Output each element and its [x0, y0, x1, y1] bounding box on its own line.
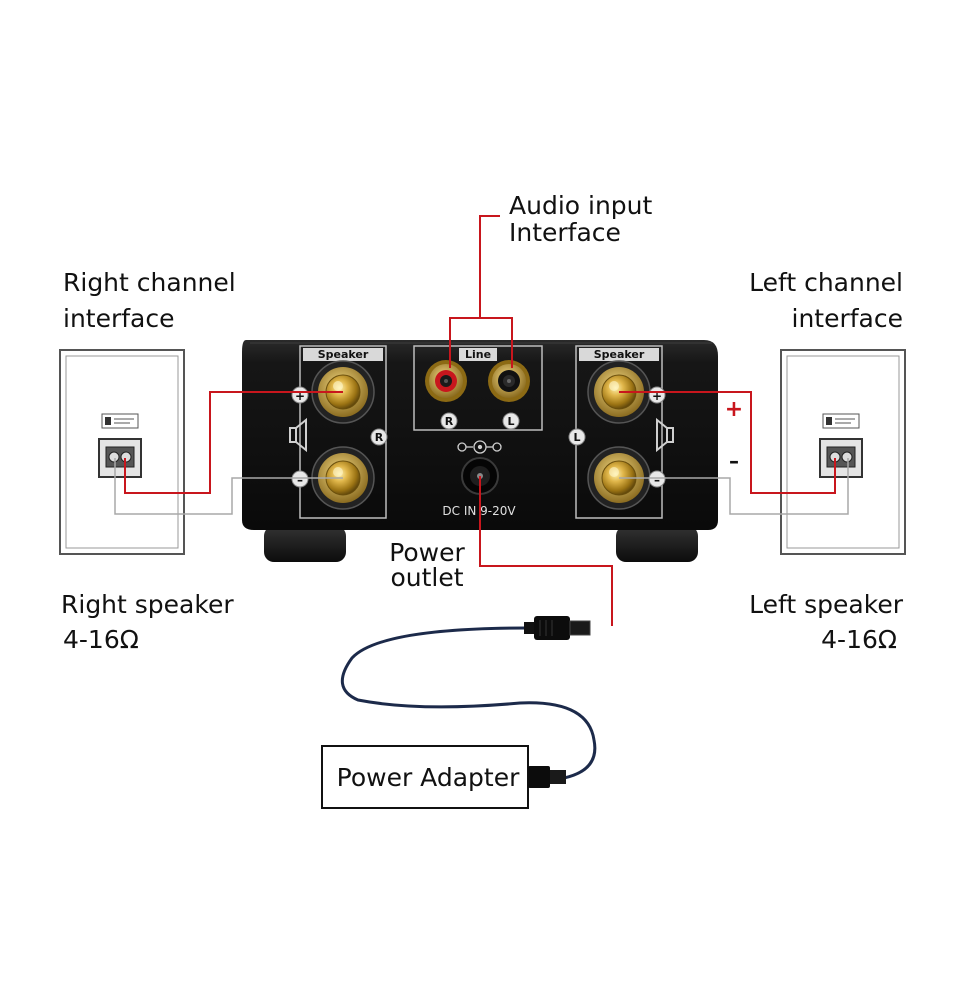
audio-input-leader	[449, 215, 513, 368]
dc-plug-connector	[524, 616, 591, 640]
speaker-label-r-panel: Speaker	[318, 348, 369, 361]
right-speaker-cabinet	[59, 349, 185, 555]
power-outlet-label-line1: Power	[389, 538, 465, 567]
line-label: Line	[465, 348, 491, 361]
terminal-marker-r-minus: –	[291, 470, 309, 488]
power-adapter-label: Power Adapter	[337, 763, 520, 792]
right-speaker-positive-wire	[124, 391, 343, 494]
svg-text:L: L	[507, 415, 514, 428]
left-speaker-cabinet	[780, 349, 906, 555]
svg-text:+: +	[652, 389, 662, 403]
right-speaker-terminal-plate	[98, 413, 142, 478]
channel-badge-r: R	[370, 428, 388, 446]
terminal-marker-r-plus: +	[291, 386, 309, 404]
speaker-panel-r	[299, 345, 387, 519]
svg-text:R: R	[375, 431, 384, 444]
amplifier-feet	[264, 526, 698, 562]
rca-badge-r: R	[440, 412, 458, 430]
svg-text:+: +	[295, 389, 305, 403]
line-input-panel	[413, 345, 543, 431]
svg-text:–: –	[654, 473, 660, 487]
power-adapter-plug	[528, 766, 566, 788]
svg-text:R: R	[445, 415, 454, 428]
right-speaker-label-line1: Right speaker	[61, 590, 234, 619]
left-speaker-terminal-plate	[819, 413, 863, 478]
left-speaker-positive-wire	[619, 391, 836, 494]
right-speaker-negative-wire	[114, 458, 343, 515]
right-channel-label-line2: interface	[63, 304, 175, 333]
left-speaker-negative-wire	[619, 458, 849, 515]
svg-text:L: L	[573, 431, 580, 444]
right-speaker-label-line2: 4-16Ω	[63, 625, 139, 654]
speaker-symbol-icon	[289, 417, 674, 453]
left-speaker-label-line1: Left speaker	[749, 590, 904, 619]
power-adapter-box	[321, 745, 529, 809]
audio-input-label-line1: Audio input	[509, 191, 653, 220]
terminal-marker-l-minus: –	[648, 470, 666, 488]
rca-jack-r	[425, 360, 467, 402]
power-outlet-label-line2: outlet	[390, 563, 463, 592]
left-channel-label-line2: interface	[792, 304, 904, 333]
rca-badge-l: L	[502, 412, 520, 430]
rca-jack-l	[488, 360, 530, 402]
power-cable	[341, 626, 597, 780]
polarity-minus-sign: –	[729, 449, 739, 473]
left-speaker-label-line2: 4-16Ω	[821, 625, 897, 654]
left-channel-label-line1: Left channel	[749, 268, 903, 297]
channel-badge-l: L	[568, 428, 586, 446]
audio-input-label-line2: Interface	[509, 218, 621, 247]
speaker-label-l-panel: Speaker	[594, 348, 645, 361]
right-channel-label-line1: Right channel	[63, 268, 236, 297]
dc-polarity-icon	[457, 440, 502, 454]
terminal-marker-l-plus: +	[648, 386, 666, 404]
power-outlet-leader	[479, 476, 613, 626]
polarity-plus-sign: +	[725, 397, 743, 422]
svg-text:–: –	[297, 473, 303, 487]
